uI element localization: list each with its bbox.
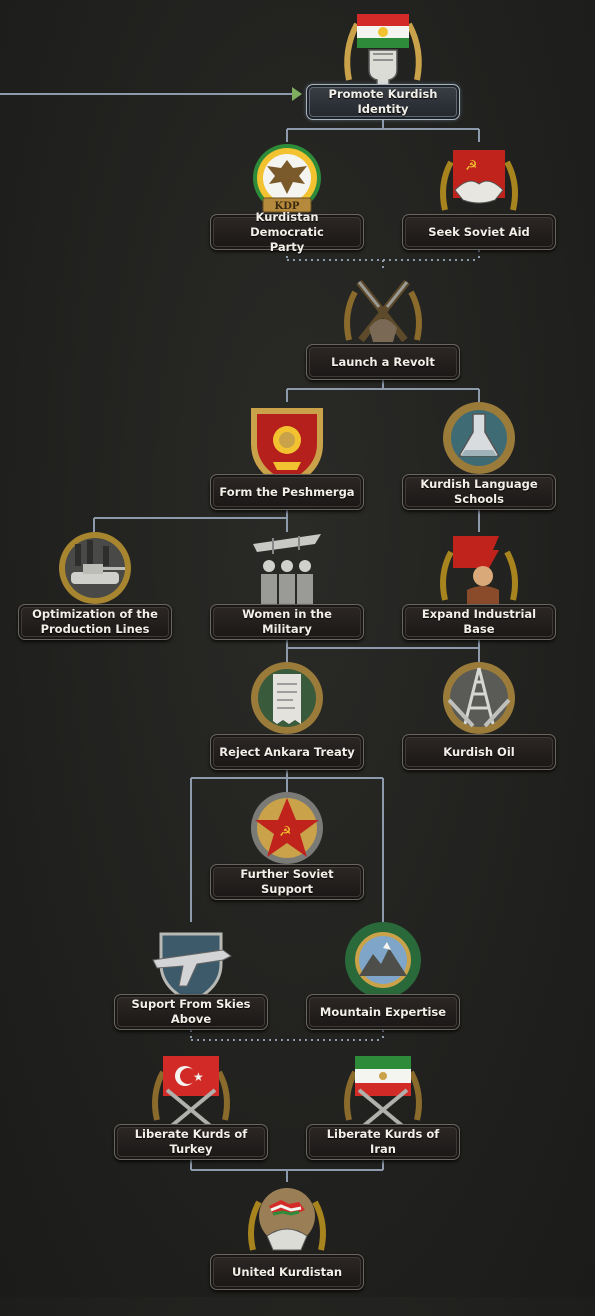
- focus-label-plate[interactable]: Form the Peshmerga: [210, 474, 364, 510]
- focus-women-in-the-military[interactable]: Women in the Military: [207, 530, 367, 666]
- focus-kurdish-language-schools[interactable]: Kurdish Language Schools: [399, 400, 559, 536]
- focus-label-plate[interactable]: Kurdish Language Schools: [402, 474, 556, 510]
- focus-label: United Kurdistan: [231, 1264, 343, 1279]
- svg-text:☭: ☭: [279, 824, 292, 840]
- iran-flag-swords-icon: [339, 1050, 427, 1142]
- focus-form-the-peshmerga[interactable]: Form the Peshmerga: [207, 400, 367, 536]
- focus-label-plate[interactable]: Reject Ankara Treaty: [210, 734, 364, 770]
- focus-label: Kurdish Oil: [443, 744, 515, 759]
- crossed-rifles-icon: [339, 270, 427, 362]
- focus-label: Liberate Kurds of Turkey: [134, 1127, 248, 1156]
- focus-label-plate[interactable]: Liberate Kurds of Turkey: [114, 1124, 268, 1160]
- focus-seek-soviet-aid[interactable]: ☭ Seek Soviet Aid: [399, 140, 559, 276]
- focus-label-plate[interactable]: Women in the Military: [210, 604, 364, 640]
- focus-label-plate[interactable]: Seek Soviet Aid: [402, 214, 556, 250]
- turkey-flag-swords-icon: ★: [147, 1050, 235, 1142]
- focus-label-plate[interactable]: Liberate Kurds of Iran: [306, 1124, 460, 1160]
- kurdish-fist-flag-icon: [339, 10, 427, 102]
- kdp-eagle-emblem-icon: KDP: [243, 140, 331, 232]
- laboratory-flask-icon: [435, 400, 523, 492]
- focus-label: Expand Industrial Base: [421, 607, 537, 636]
- focus-label-plate[interactable]: Expand Industrial Base: [402, 604, 556, 640]
- focus-label: Reject Ankara Treaty: [219, 744, 355, 759]
- focus-label-plate[interactable]: Kurdish Oil: [402, 734, 556, 770]
- focus-kurdish-oil[interactable]: Kurdish Oil: [399, 660, 559, 796]
- fighter-plane-icon: [147, 920, 235, 1012]
- focus-label-plate[interactable]: Further Soviet Support: [210, 864, 364, 900]
- tank-factory-icon: [51, 530, 139, 622]
- worker-red-flag-icon: [435, 530, 523, 622]
- peshmerga-shield-icon: [243, 400, 331, 492]
- torn-document-icon: [243, 660, 331, 752]
- focus-label: Suport From Skies Above: [131, 997, 251, 1026]
- focus-optimization-of-the-production-lines[interactable]: Optimization of the Production Lines: [15, 530, 175, 666]
- focus-label: Kurdish Language Schools: [420, 477, 538, 506]
- focus-label: Form the Peshmerga: [219, 484, 355, 499]
- available-focus-arrow-icon: [292, 87, 302, 101]
- soldiers-biplane-icon: [243, 530, 331, 622]
- focus-further-soviet-support[interactable]: ☭ Further Soviet Support: [207, 790, 367, 926]
- mountain-wreath-icon: [339, 920, 427, 1012]
- focus-label: Seek Soviet Aid: [428, 224, 530, 239]
- focus-label: Liberate Kurds of Iran: [326, 1127, 440, 1156]
- focus-label: Mountain Expertise: [319, 1004, 447, 1019]
- focus-label-plate[interactable]: Mountain Expertise: [306, 994, 460, 1030]
- focus-label-plate[interactable]: Promote Kurdish Identity: [306, 84, 460, 120]
- focus-liberate-kurds-of-turkey[interactable]: ★ Liberate Kurds of Turkey: [111, 1050, 271, 1186]
- soviet-handshake-icon: ☭: [435, 140, 523, 232]
- focus-label: Further Soviet Support: [240, 867, 334, 896]
- focus-label: Kurdistan Democratic Party: [250, 209, 324, 254]
- focus-launch-a-revolt[interactable]: Launch a Revolt: [303, 270, 463, 406]
- focus-label: Optimization of the Production Lines: [32, 607, 158, 636]
- focus-label-plate[interactable]: Launch a Revolt: [306, 344, 460, 380]
- focus-reject-ankara-treaty[interactable]: Reject Ankara Treaty: [207, 660, 367, 796]
- focus-mountain-expertise[interactable]: Mountain Expertise: [303, 920, 463, 1056]
- svg-text:☭: ☭: [465, 158, 478, 174]
- oil-derrick-icon: [435, 660, 523, 752]
- focus-kurdistan-democratic-party[interactable]: KDP Kurdistan Democratic Party: [207, 140, 367, 276]
- focus-promote-kurdish-identity[interactable]: Promote Kurdish Identity: [303, 10, 463, 146]
- focus-liberate-kurds-of-iran[interactable]: Liberate Kurds of Iran: [303, 1050, 463, 1186]
- focus-expand-industrial-base[interactable]: Expand Industrial Base: [399, 530, 559, 666]
- focus-united-kurdistan[interactable]: United Kurdistan: [207, 1180, 367, 1316]
- focus-suport-from-skies-above[interactable]: Suport From Skies Above: [111, 920, 271, 1056]
- focus-label: Women in the Military: [242, 607, 332, 636]
- focus-label-plate[interactable]: Optimization of the Production Lines: [18, 604, 172, 640]
- focus-label-plate[interactable]: United Kurdistan: [210, 1254, 364, 1290]
- focus-label: Promote Kurdish Identity: [328, 87, 438, 116]
- svg-text:★: ★: [193, 1070, 204, 1084]
- united-kurdistan-map-icon: [243, 1180, 331, 1272]
- svg-text:KDP: KDP: [275, 201, 300, 212]
- focus-label-plate[interactable]: Kurdistan Democratic Party: [210, 210, 364, 254]
- focus-label: Launch a Revolt: [331, 354, 435, 369]
- soviet-star-icon: ☭: [243, 790, 331, 882]
- focus-label-plate[interactable]: Suport From Skies Above: [114, 994, 268, 1030]
